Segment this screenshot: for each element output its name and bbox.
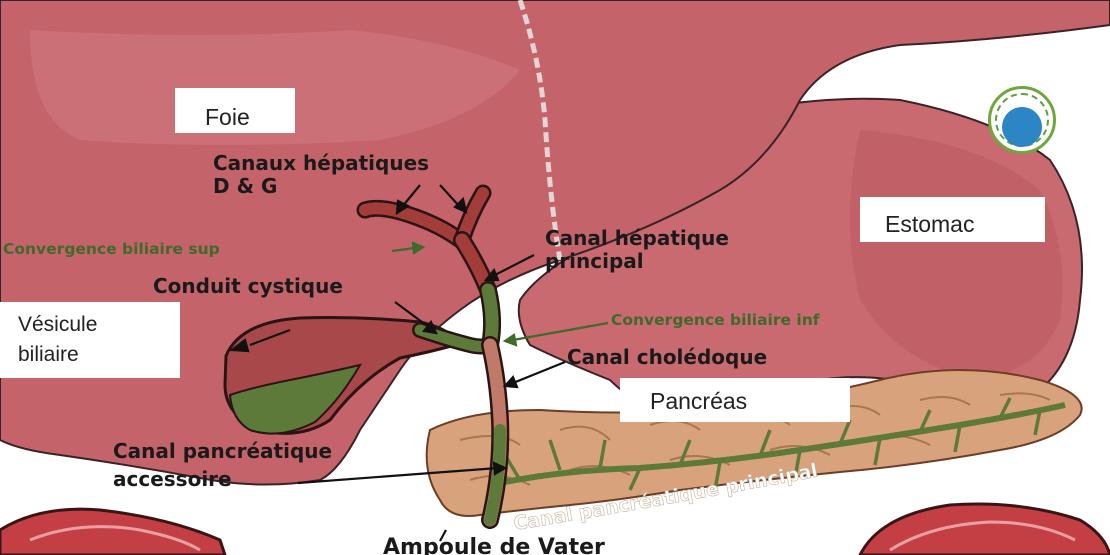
foie-label: Foie — [205, 104, 250, 130]
vesicule-label-line1: Vésicule — [18, 310, 180, 340]
estomac-label: Estomac — [885, 211, 974, 237]
organization-logo-icon — [988, 86, 1056, 154]
canal-hepatique-line1: Canal hépatique — [545, 227, 729, 250]
canaux-hepatiques-line1: Canaux hépatiques — [213, 152, 429, 175]
canal-pancreatique-acc-line1: Canal pancréatique — [113, 437, 332, 465]
foie-label-box: Foie — [175, 88, 295, 133]
canal-hepatique-principal-label: Canal hépatique principal — [545, 227, 729, 273]
canal-choledoque-label: Canal cholédoque — [567, 346, 767, 369]
pancreas-label-box: Pancréas — [620, 378, 850, 422]
canaux-hepatiques-label: Canaux hépatiques D & G — [213, 152, 429, 198]
conduit-cystique-label: Conduit cystique — [153, 275, 343, 298]
vesicule-label-line2: biliaire — [18, 340, 180, 370]
ampoule-de-vater-label: Ampoule de Vater — [383, 535, 605, 555]
convergence-sup-label: Convergence biliaire sup — [3, 241, 220, 259]
canal-hepatique-line2: principal — [545, 250, 729, 273]
logo-center — [1002, 107, 1042, 147]
convergence-inf-label: Convergence biliaire inf — [611, 312, 820, 330]
canal-pancreatique-accessoire-label: Canal pancréatique accessoire — [113, 437, 332, 493]
estomac-label-box: Estomac — [860, 197, 1045, 242]
canal-pancreatique-acc-line2: accessoire — [113, 465, 332, 493]
canaux-hepatiques-line2: D & G — [213, 175, 429, 198]
vesicule-label-box: Vésicule biliaire — [0, 302, 180, 378]
pancreas-label: Pancréas — [650, 388, 747, 414]
